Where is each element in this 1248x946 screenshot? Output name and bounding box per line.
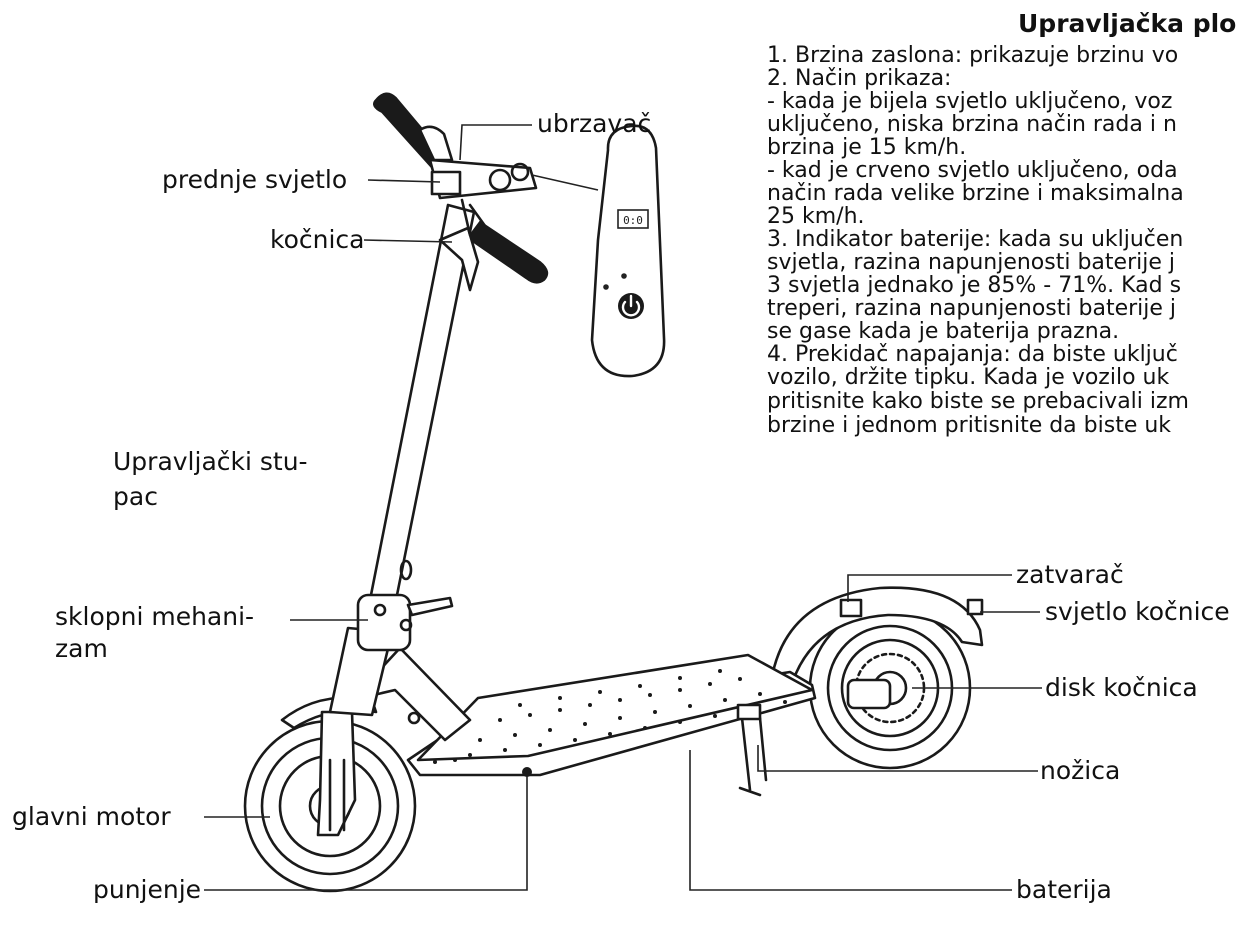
panel-line: pritisnite kako biste se prebacivali izm	[767, 389, 1189, 414]
panel-line: brzine i jednom pritisnite da biste uk	[767, 413, 1171, 438]
front-light-lamp	[432, 172, 460, 194]
speed-readout: 0:0	[623, 214, 643, 227]
label-disc-brake: disk kočnica	[1045, 673, 1198, 702]
power-icon	[618, 293, 644, 319]
panel-line: 25 km/h.	[767, 204, 865, 229]
label-folding-mechanism: sklopni mehani-	[55, 602, 254, 631]
panel-line: 3. Indikator baterije: kada su uključen	[767, 227, 1183, 252]
charging-port	[523, 768, 531, 776]
panel-line: brzina je 15 km/h.	[767, 135, 966, 160]
panel-line: se gase kada je baterija prazna.	[767, 319, 1119, 344]
panel-line: uključeno, niska brzina način rada i n	[767, 112, 1177, 137]
label-folding-mechanism-cont: zam	[55, 634, 108, 663]
brake-light	[968, 600, 982, 614]
label-steering-column-cont: pac	[113, 482, 158, 511]
panel-line: način rada velike brzine i maksimalna	[767, 181, 1184, 206]
label-fender-latch: zatvarač	[1016, 560, 1124, 589]
panel-line: 1. Brzina zaslona: prikazuje brzinu vo	[767, 43, 1178, 68]
label-kickstand: nožica	[1040, 756, 1120, 785]
control-panel-closeup: 0:0	[592, 126, 664, 376]
panel-line: - kad je crveno svjetlo uključeno, oda	[767, 158, 1178, 183]
panel-line: - kada je bijela svjetlo uključeno, voz	[767, 89, 1172, 114]
panel-outline	[592, 126, 664, 376]
label-brake-lever: kočnica	[270, 225, 364, 254]
panel-leader	[532, 175, 598, 190]
label-brake-light: svjetlo kočnice	[1045, 597, 1230, 626]
label-main-motor: glavni motor	[12, 802, 171, 831]
label-accelerator: ubrzavač	[537, 109, 651, 138]
panel-line: 3 svjetla jednako je 85% - 71%. Kad s	[767, 273, 1181, 298]
folding-mechanism	[358, 561, 452, 650]
indicator-dot	[603, 284, 609, 290]
front-light-leader	[368, 180, 440, 182]
label-steering-column: Upravljački stu-	[113, 447, 308, 476]
panel-line: svjetla, razina napunjenosti baterije j	[767, 250, 1175, 275]
control-panel-instructions: Upravljačka plo 1. Brzina zaslona: prika…	[767, 9, 1236, 438]
indicator-dot	[621, 273, 627, 279]
label-battery: baterija	[1016, 875, 1112, 904]
steering-column	[370, 205, 474, 605]
kickstand	[740, 718, 766, 795]
panel-heading: Upravljačka plo	[1018, 9, 1236, 38]
accelerator-leader	[460, 125, 532, 160]
panel-line: treperi, razina napunjenosti baterije j	[767, 296, 1176, 321]
fender-latch	[841, 600, 861, 616]
label-charging: punjenje	[93, 875, 201, 904]
panel-line: 4. Prekidač napajanja: da biste uključ	[767, 342, 1178, 367]
right-grip	[468, 222, 547, 283]
panel-line: vozilo, držite tipku. Kada je vozilo uk	[767, 365, 1169, 390]
label-front-light: prednje svjetlo	[162, 165, 347, 194]
panel-line: 2. Način prikaza:	[767, 66, 951, 91]
